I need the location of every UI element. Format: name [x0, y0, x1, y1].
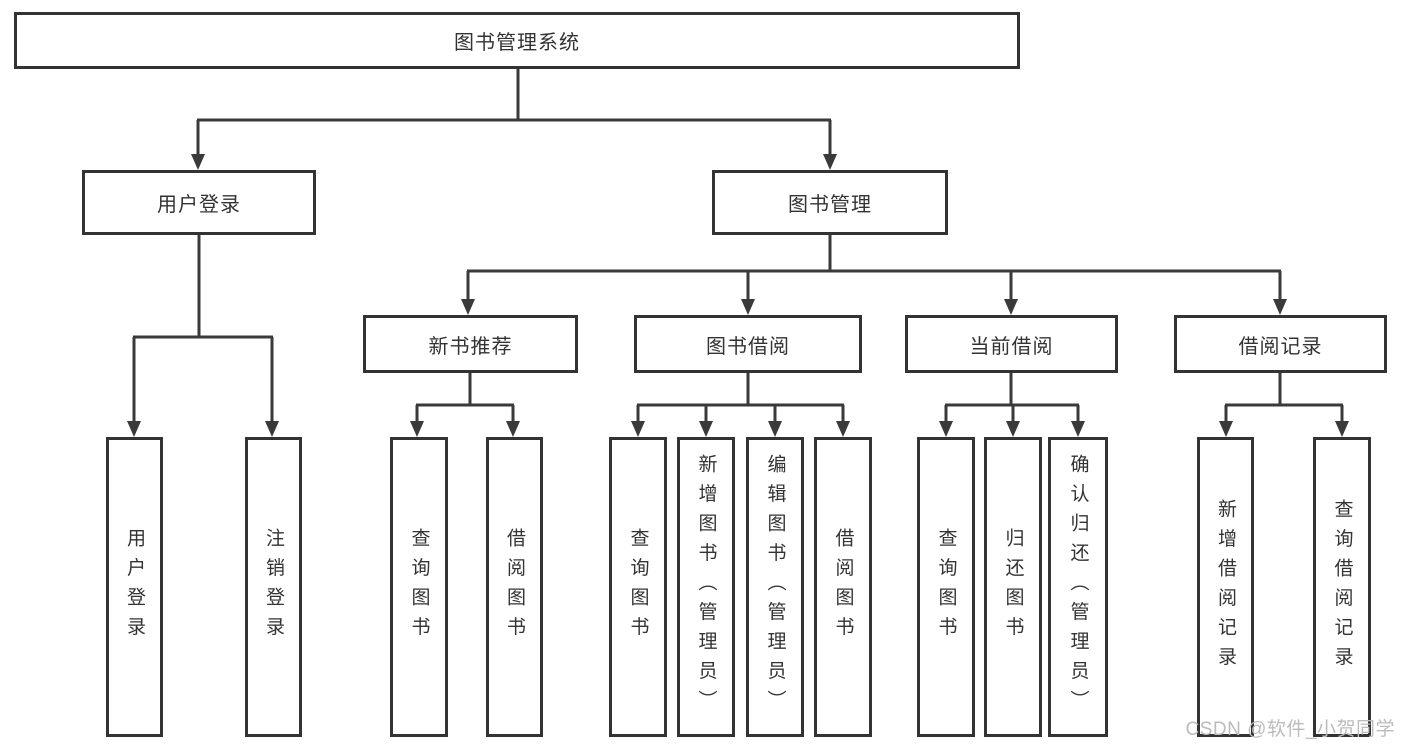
- node-current-borrow: 当前借阅: [905, 315, 1118, 373]
- node-new-book-recommend: 新书推荐: [363, 315, 578, 373]
- leaf-borrow-books: 借阅图书: [814, 437, 872, 737]
- leaf-borrow-books-label: 借阅图书: [832, 528, 854, 646]
- node-book-management: 图书管理: [712, 170, 948, 235]
- node-root-label: 图书管理系统: [454, 32, 580, 54]
- leaf-confirm-return-admin: 确认归还（管理员）: [1048, 437, 1108, 737]
- leaf-logout-label: 注销登录: [263, 528, 284, 646]
- leaf-edit-books-admin: 编辑图书（管理员）: [746, 437, 804, 737]
- leaf-return-books: 归还图书: [984, 437, 1042, 737]
- node-borrow-records-label: 借阅记录: [1238, 335, 1323, 358]
- leaf-query-books-current: 查询图书: [917, 437, 975, 737]
- leaf-query-books-current-label: 查询图书: [935, 528, 957, 646]
- leaf-query-borrow-record-label: 查询借阅记录: [1331, 498, 1353, 676]
- leaf-edit-books-admin-label: 编辑图书（管理员）: [764, 454, 786, 720]
- node-user-login: 用户登录: [82, 170, 316, 235]
- leaf-user-login-label: 用户登录: [124, 528, 145, 646]
- node-root: 图书管理系统: [14, 12, 1020, 69]
- node-book-borrow-label: 图书借阅: [706, 335, 790, 358]
- leaf-borrow-books-recommend-label: 借阅图书: [504, 528, 525, 646]
- leaf-add-borrow-record-label: 新增借阅记录: [1215, 498, 1236, 676]
- leaf-add-books-admin: 新增图书（管理员）: [677, 437, 735, 737]
- leaf-confirm-return-admin-label: 确认归还（管理员）: [1067, 454, 1089, 720]
- leaf-logout: 注销登录: [245, 437, 302, 737]
- leaf-query-books-recommend-label: 查询图书: [408, 528, 430, 646]
- node-user-login-label: 用户登录: [157, 194, 241, 216]
- leaf-return-books-label: 归还图书: [1002, 528, 1024, 646]
- node-borrow-records: 借阅记录: [1174, 315, 1387, 373]
- leaf-add-borrow-record: 新增借阅记录: [1197, 437, 1254, 737]
- leaf-query-books-borrow: 查询图书: [609, 437, 667, 737]
- node-current-borrow-label: 当前借阅: [969, 335, 1054, 358]
- leaf-query-books-borrow-label: 查询图书: [627, 528, 649, 646]
- leaf-user-login: 用户登录: [106, 437, 163, 737]
- node-book-borrow: 图书借阅: [634, 315, 862, 373]
- leaf-add-books-admin-label: 新增图书（管理员）: [695, 454, 717, 720]
- leaf-borrow-books-recommend: 借阅图书: [486, 437, 543, 737]
- node-book-management-label: 图书管理: [788, 194, 872, 216]
- csdn-watermark: CSDN @软件_小贺同学: [1185, 719, 1395, 740]
- leaf-query-books-recommend: 查询图书: [390, 437, 448, 737]
- leaf-query-borrow-record: 查询借阅记录: [1313, 437, 1371, 737]
- node-new-book-recommend-label: 新书推荐: [428, 335, 513, 358]
